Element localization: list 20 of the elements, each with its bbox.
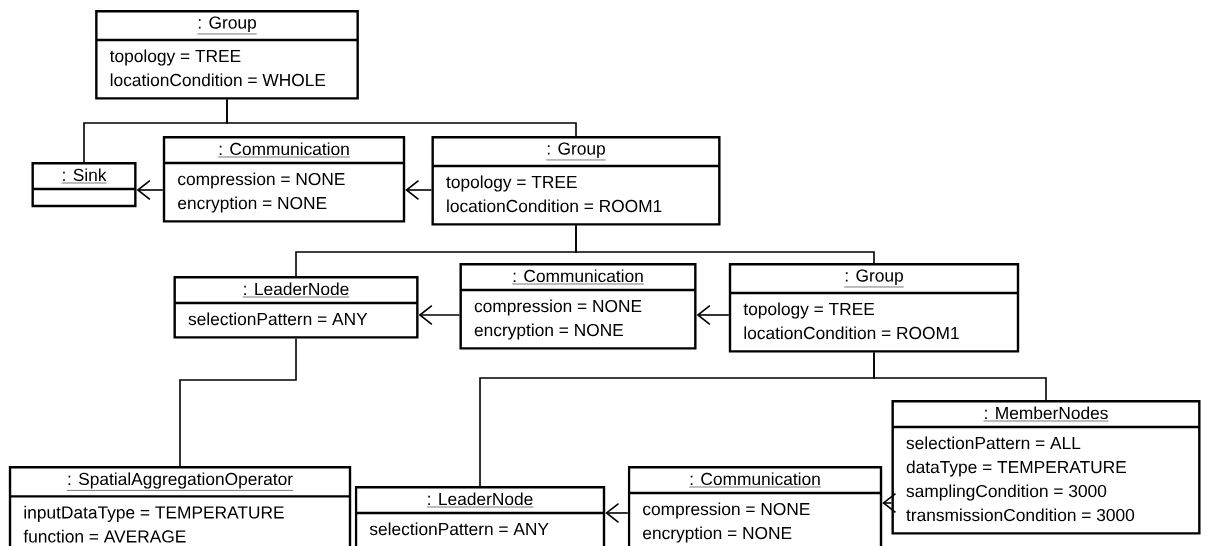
object-box: : Sink (31, 162, 137, 208)
arrow (696, 304, 730, 326)
object-box: : Communication compression = NONE encryption = NONE (459, 263, 697, 350)
object-box: : Communication compression = NONE encryption = NONE (627, 466, 883, 546)
object-box: : Group topology = TREE locationCondition = WHOLE (95, 10, 359, 100)
connector-line (226, 98, 577, 137)
arrow (418, 304, 461, 326)
object-box: : LeaderNode selectionPattern = ANY (173, 276, 419, 339)
object-box: : LeaderNode selectionPattern = ANY (354, 486, 606, 546)
arrow (605, 502, 629, 524)
object-box: : Communication compression = NONE encryption = NONE (162, 136, 406, 223)
object-box: : SpatialAggregationOperator inputDataType = TEMPERATURE function = AVERAGE (8, 466, 352, 546)
object-box: : MemberNodes selectionPattern = ALL dataType = TEMPERATURE samplingCondition = 3000 transmissionCondition = 3000 (891, 400, 1201, 535)
connector-line (575, 224, 875, 264)
arrow (136, 179, 164, 201)
object-box: : Group topology = TREE locationCondition = ROOM1 (431, 136, 721, 226)
connector-line (873, 351, 1047, 401)
arrow (405, 179, 433, 201)
object-box: : Group topology = TREE locationCondition = ROOM1 (728, 263, 1020, 353)
connector-line (179, 337, 297, 467)
